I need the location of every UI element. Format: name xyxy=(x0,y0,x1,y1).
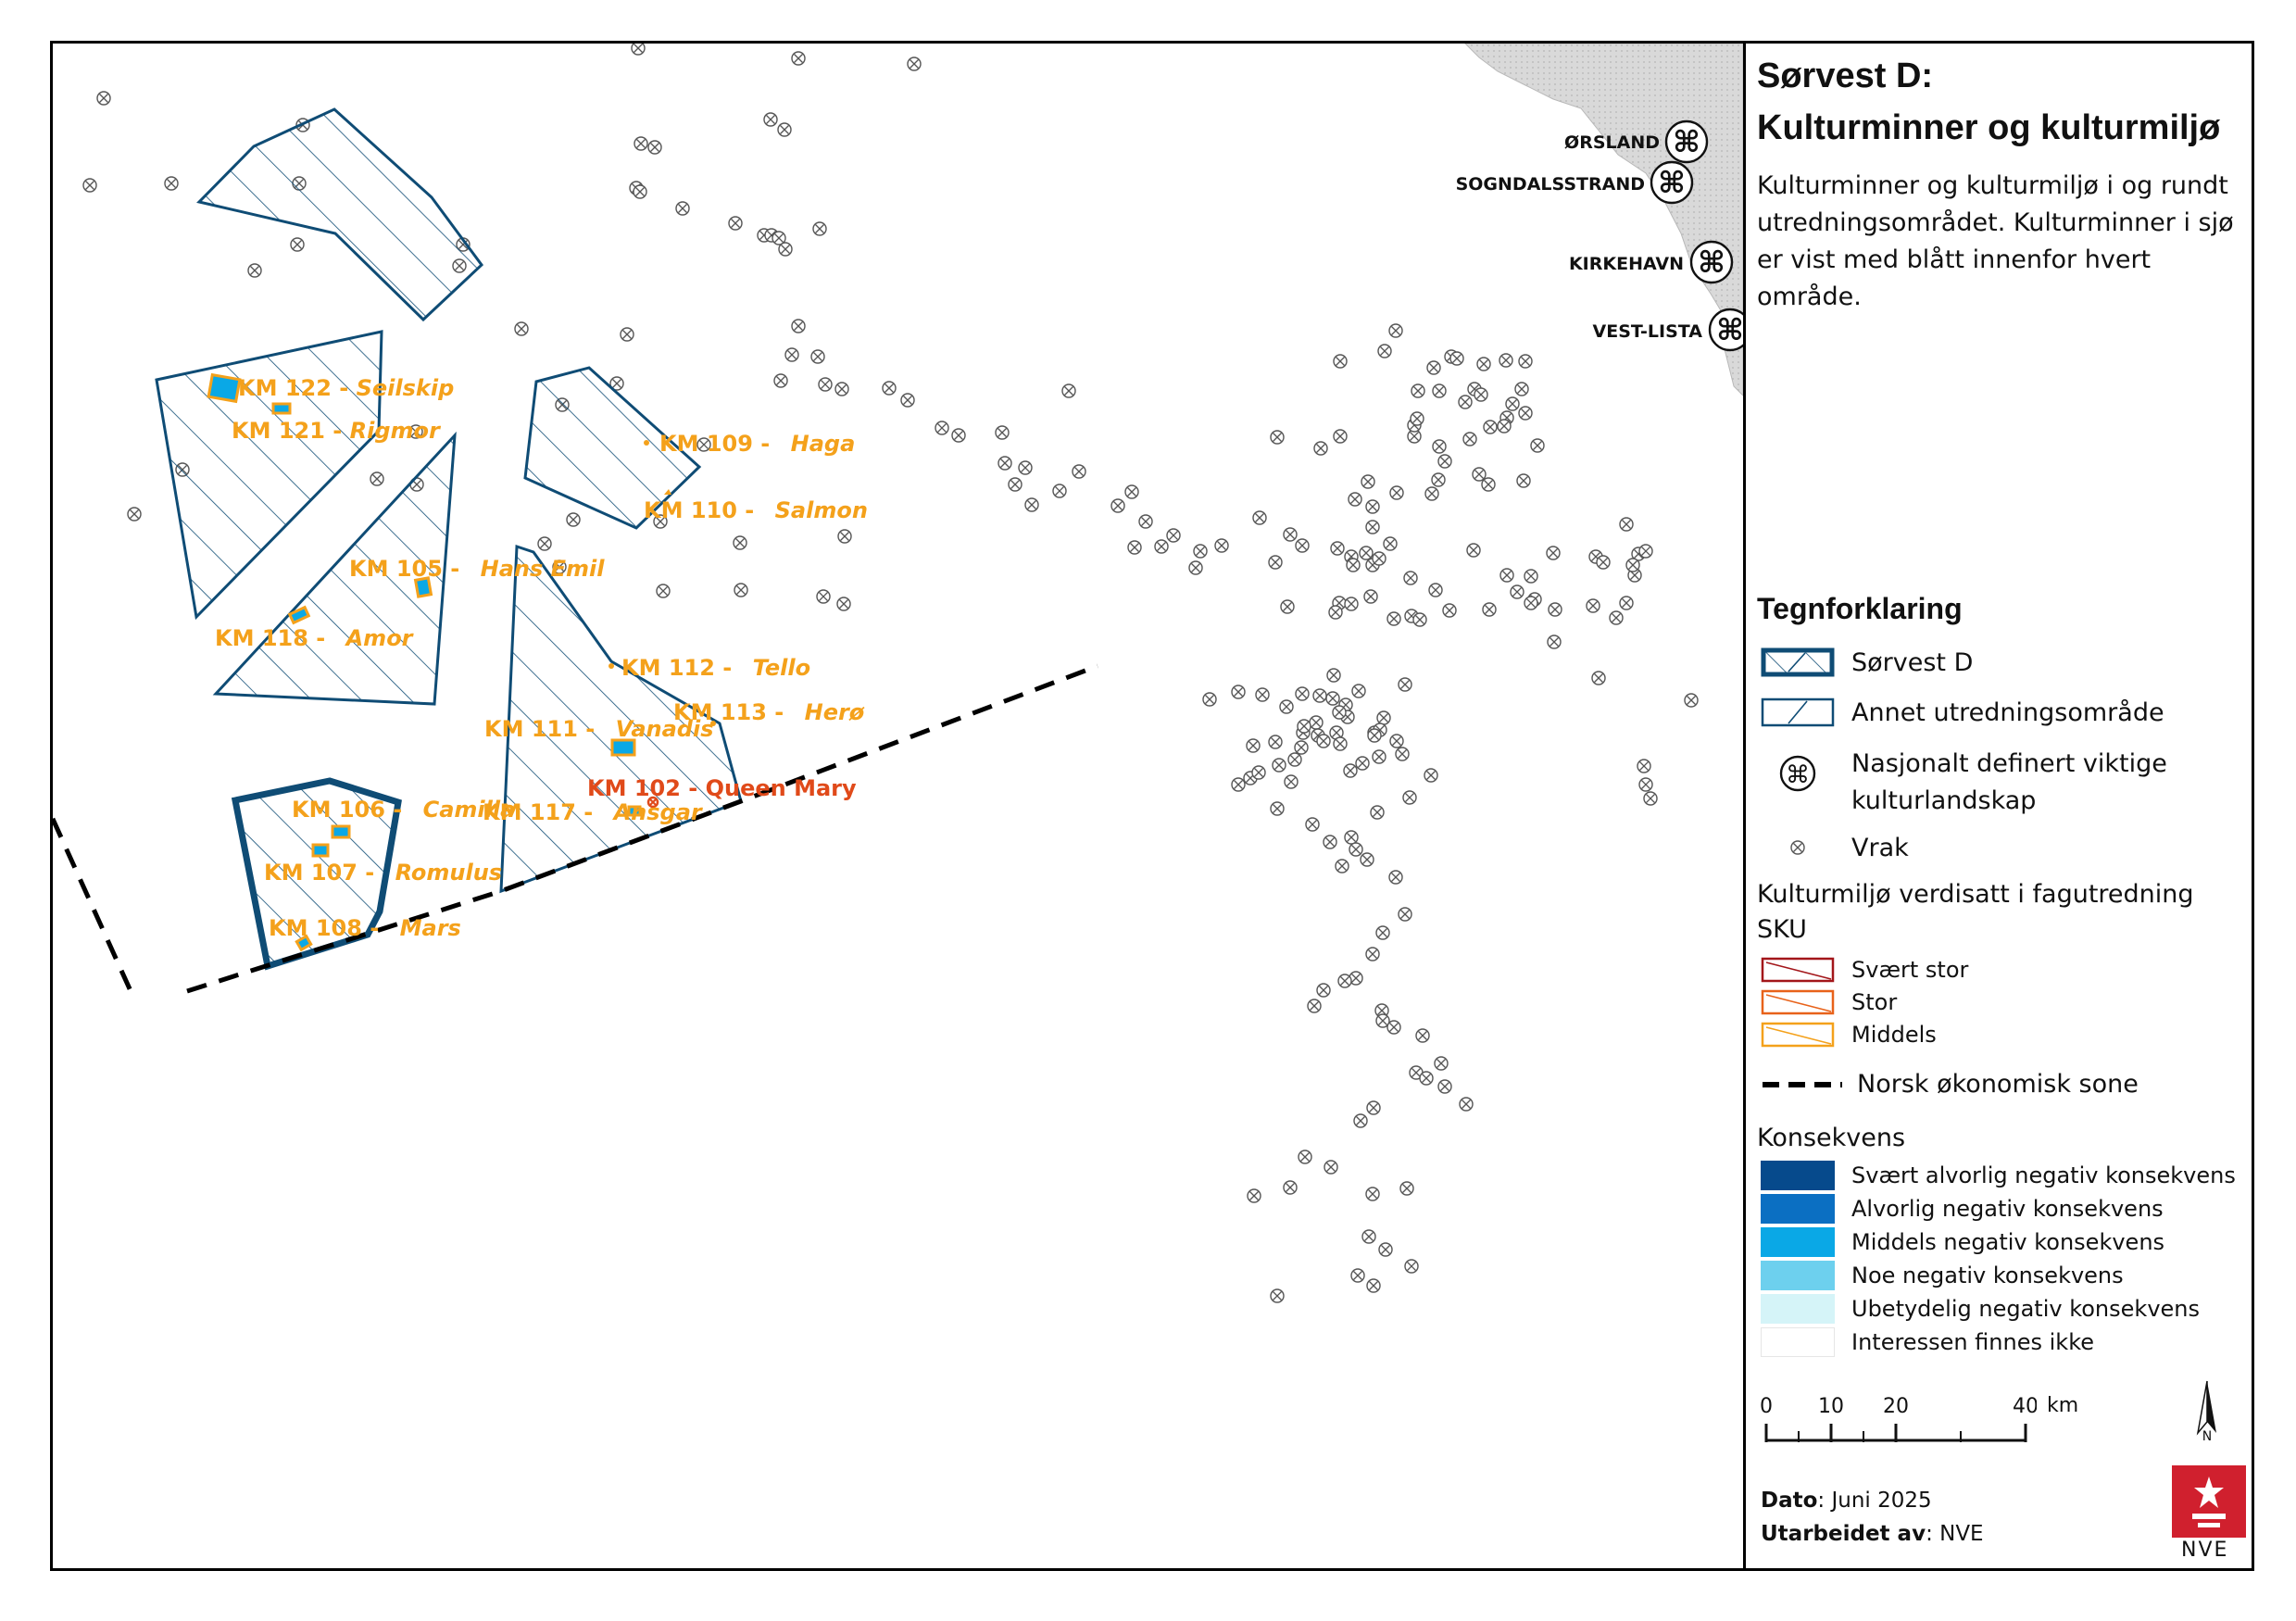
sku-item-very-large: Svært stor xyxy=(1761,957,1968,983)
legend-panel: Sørvest D: Kulturminner og kulturmiljø K… xyxy=(1743,44,2252,1568)
scale-tick-label: 0 xyxy=(1760,1395,1773,1418)
place-label: VEST-LISTA xyxy=(1593,321,1703,342)
kons-item-0: Svært alvorlig negativ konsekvens xyxy=(1761,1161,2236,1190)
svg-text:⌘: ⌘ xyxy=(1786,761,1810,789)
site-label: KM 110 - Salmon xyxy=(644,497,868,523)
cultural-landscapes: ØRSLAND SOGNDALSSTRAND KIRKEHAVN VEST-LI… xyxy=(1456,119,1743,352)
sku-swatch-large xyxy=(1761,989,1835,1015)
site-labels: KM 122 - Seilskip KM 121 - Rigmor KM 109… xyxy=(215,375,868,941)
kons-title: Konsekvens xyxy=(1757,1124,1906,1152)
kons-swatch xyxy=(1761,1194,1835,1224)
nve-crest-icon xyxy=(2192,1476,2226,1527)
kons-item-1: Alvorlig negativ konsekvens xyxy=(1761,1194,2164,1224)
site-label: KM 111 - Vanadis xyxy=(484,716,714,742)
nve-logo xyxy=(2172,1465,2246,1538)
kons-item-4: Ubetydelig negativ konsekvens xyxy=(1761,1294,2200,1324)
sku-title: Kulturmiljø verdisatt i fagutredning SKU xyxy=(1757,880,2194,944)
study-areas xyxy=(155,107,743,971)
kons-swatch xyxy=(1761,1161,1835,1190)
cultural-landscape-icon: ⌘ xyxy=(1779,755,1816,792)
scale-unit: km xyxy=(2047,1394,2079,1417)
area-north xyxy=(196,107,484,322)
north-arrow-icon: N xyxy=(2196,1380,2216,1442)
kons-item-2: Middels negativ konsekvens xyxy=(1761,1227,2164,1257)
site-label: KM 109 - Haga xyxy=(659,431,855,457)
site-label: KM 113 - Herø xyxy=(673,699,865,725)
place-label: KIRKEHAVN xyxy=(1569,254,1684,274)
sorvest-d-swatch xyxy=(1761,647,1835,677)
wreck-icon xyxy=(1790,840,1805,855)
kons-swatch xyxy=(1761,1294,1835,1324)
map-canvas[interactable]: ⌘ xyxy=(53,44,1743,1568)
place-label: SOGNDALSSTRAND xyxy=(1456,174,1645,195)
site-label: KM 122 - Seilskip xyxy=(238,375,454,401)
legend-item-other-area: Annet utredningsområde xyxy=(1761,697,2164,727)
scale-bar: 0 10 20 40 xyxy=(1760,1395,2037,1442)
kons-swatch xyxy=(1761,1327,1835,1357)
author-line: Utarbeidet av: NVE xyxy=(1761,1522,1984,1546)
sku-swatch-very-large xyxy=(1761,957,1835,983)
legend-title: Sørvest D: xyxy=(1757,57,1934,95)
svg-text:N: N xyxy=(2202,1429,2212,1442)
kons-swatch xyxy=(1761,1261,1835,1290)
kons-item-3: Noe negativ konsekvens xyxy=(1761,1261,2124,1290)
site-label: KM 117 - Ansgar xyxy=(483,799,704,825)
scale-tick-label: 40 xyxy=(2013,1395,2037,1418)
place-label: ØRSLAND xyxy=(1564,132,1660,153)
area-west xyxy=(155,330,383,621)
scale-tick-label: 20 xyxy=(1883,1395,1909,1418)
site-label: KM 118 - Amor xyxy=(215,625,415,651)
site-label: KM 106 - Camilla xyxy=(292,797,515,823)
other-area-swatch xyxy=(1761,697,1835,727)
eez-swatch xyxy=(1763,1081,1842,1087)
scale-tick-label: 10 xyxy=(1818,1395,1844,1418)
legend-title-2: Kulturminner og kulturmiljø xyxy=(1757,108,2221,147)
sku-item-large: Stor xyxy=(1761,989,1897,1015)
legend-item-eez: Norsk økonomisk sone xyxy=(1761,1070,2139,1099)
sku-item-medium: Middels xyxy=(1761,1022,1937,1048)
nve-logo-text: NVE xyxy=(2181,1539,2229,1562)
heritage-sites xyxy=(207,372,716,952)
area-center-north xyxy=(523,366,702,530)
coastline-land xyxy=(1464,44,1743,396)
site-label: KM 102 - Queen Mary xyxy=(587,775,857,801)
site-label: KM 107 - Romulus xyxy=(264,860,502,886)
site-label: KM 112 - Tello xyxy=(621,655,810,681)
date-line: Dato: Juni 2025 xyxy=(1761,1489,1932,1513)
legend-item-wreck: Vrak xyxy=(1761,833,1909,862)
site-label: KM 121 - Rigmor xyxy=(232,418,442,444)
kons-swatch xyxy=(1761,1227,1835,1257)
site-label: KM 108 - Mars xyxy=(269,915,461,941)
legend-description: Kulturminner og kulturmiljø i og rundt u… xyxy=(1757,171,2234,311)
site-label: KM 105 - Hans Emil xyxy=(349,556,605,582)
kons-item-5: Interessen finnes ikke xyxy=(1761,1327,2094,1357)
area-middle xyxy=(212,431,457,706)
eez-boundary xyxy=(53,663,1098,995)
sku-swatch-medium xyxy=(1761,1022,1835,1048)
legend-item-sorvest-d: Sørvest D xyxy=(1761,647,1973,677)
legend-item-cultural-landscape: ⌘ Nasjonalt definert viktige kulturlands… xyxy=(1761,746,2185,820)
legend-heading: Tegnforklaring xyxy=(1757,592,1963,625)
area-center-south xyxy=(499,544,743,894)
